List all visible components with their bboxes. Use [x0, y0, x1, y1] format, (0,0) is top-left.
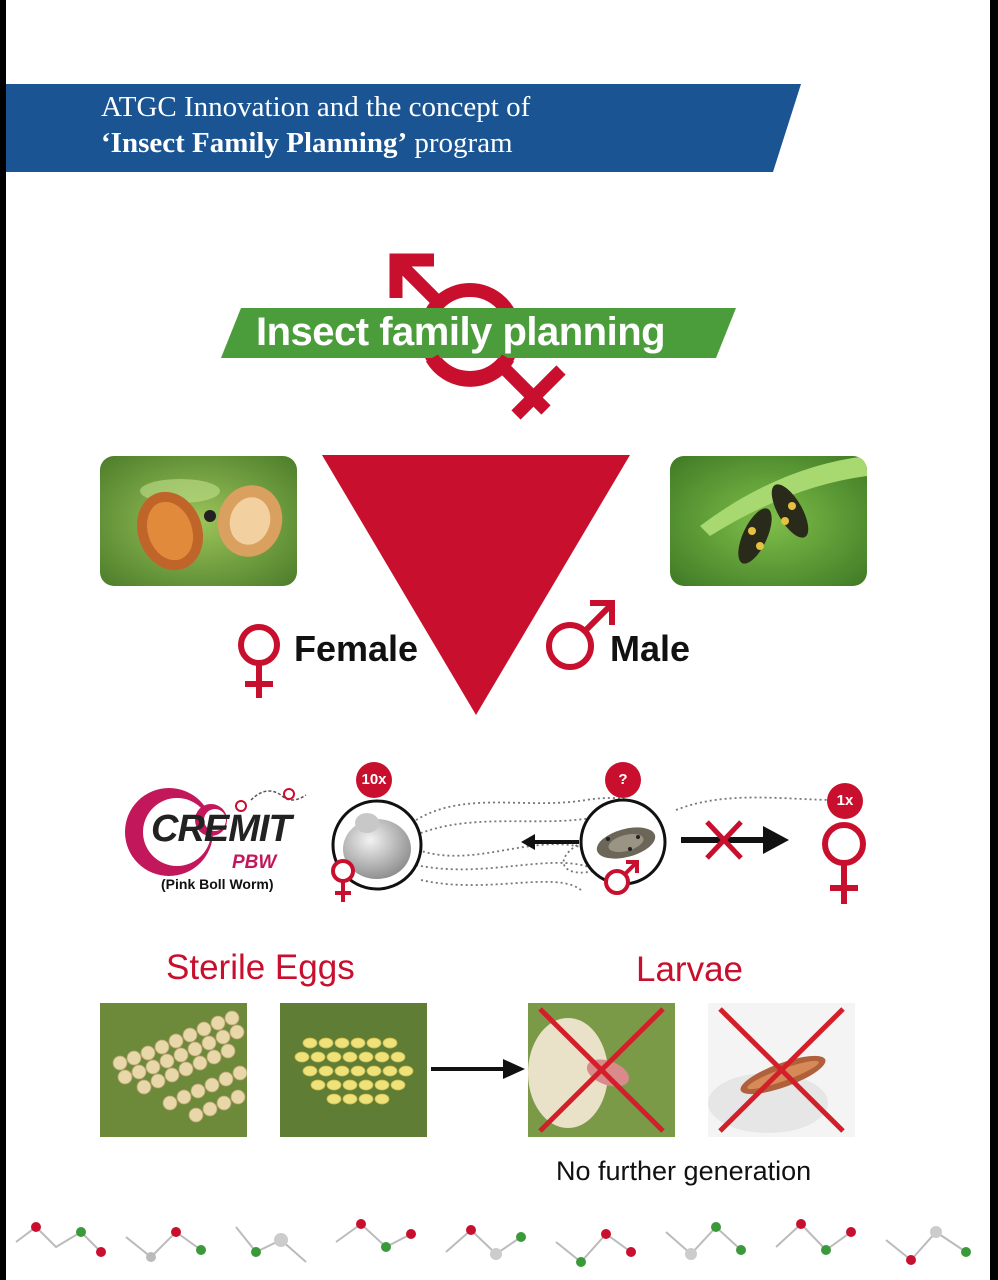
badge-10x: 10x	[356, 762, 392, 798]
larva-photo-2	[708, 1003, 855, 1137]
eggs-photo-2	[280, 1003, 427, 1137]
red-triangle-icon	[322, 455, 630, 715]
eggs-photo-1	[100, 1003, 247, 1137]
butterflies-photo	[100, 456, 297, 586]
badge-1x: 1x	[827, 783, 863, 819]
sterile-eggs-label: Sterile Eggs	[166, 948, 355, 987]
arrow-left-icon	[521, 834, 579, 850]
banner-bold-text: ‘Insect Family Planning’	[101, 127, 408, 159]
banner-rest-text: program	[414, 127, 513, 159]
banner-shape	[6, 84, 801, 172]
larva-photo-1	[528, 1003, 675, 1137]
female-label: Female	[294, 628, 419, 669]
title-block: Insect family planning	[206, 250, 766, 430]
gender-symbol-icon	[221, 253, 736, 420]
blocked-arrow-icon	[681, 820, 789, 860]
moths-photo	[670, 456, 867, 586]
header-banner: ATGC Innovation and the concept of ‘Inse…	[6, 84, 801, 172]
banner-line-2: ‘Insect Family Planning’ program	[101, 127, 513, 160]
no-further-generation-text: No further generation	[556, 1156, 812, 1186]
poster-page: ATGC Innovation and the concept of ‘Inse…	[6, 0, 990, 1280]
larvae-label: Larvae	[636, 950, 744, 989]
cremit-sub: PBW	[232, 852, 277, 873]
female-small-icon	[331, 859, 355, 902]
cremit-brand: CREMIT	[151, 808, 292, 850]
molecule-border	[15, 1219, 971, 1267]
cremit-note: (Pink Boll Worm)	[161, 876, 274, 892]
cremit-logo: CREMIT PBW (Pink Boll Worm)	[121, 780, 311, 900]
egg-circle-icon	[331, 799, 423, 891]
badge-question: ?	[605, 762, 641, 798]
male-small-icon	[604, 860, 639, 895]
male-label: Male	[610, 628, 691, 669]
female-large-icon	[822, 822, 866, 904]
arrow-right-icon	[431, 1059, 525, 1079]
title-text: Insect family planning	[256, 310, 666, 354]
female-symbol-icon	[238, 624, 280, 698]
banner-line-1: ATGC Innovation and the concept of	[101, 91, 531, 123]
male-symbol-icon	[546, 600, 615, 670]
